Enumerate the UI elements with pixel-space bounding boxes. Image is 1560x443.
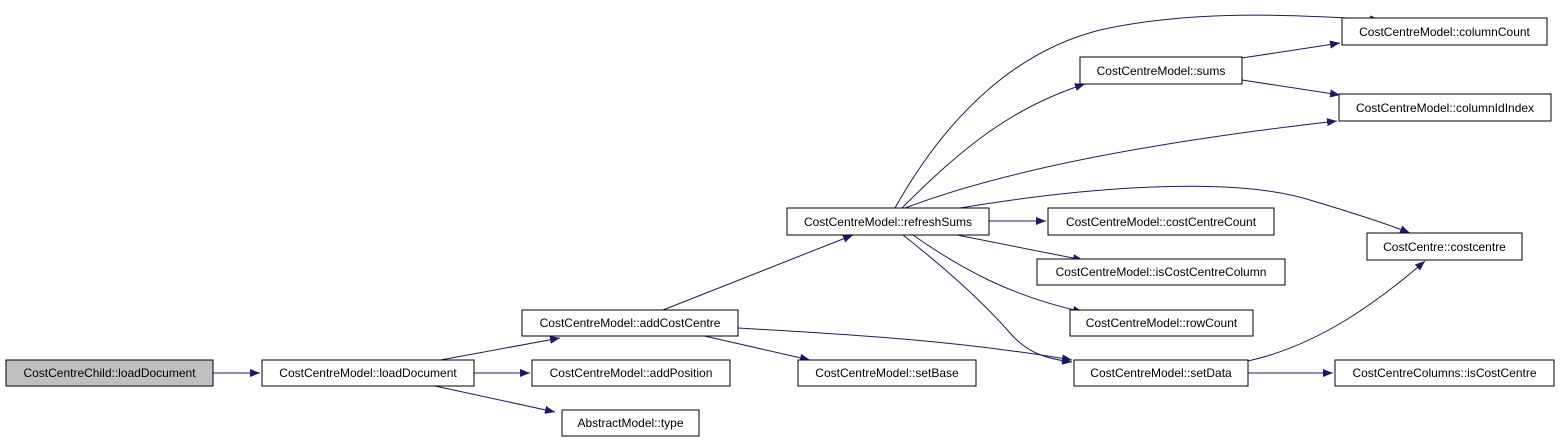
node-costcentremodel-iscostcentrecolumn[interactable]: CostCentreModel::isCostCentreColumn <box>1036 258 1286 286</box>
edge-loadDocument-to-addCostCentre <box>434 335 561 362</box>
node-label: CostCentreModel::loadDocument <box>279 366 457 380</box>
edge-refreshSums-to-isCostCentreColumn <box>956 234 1084 262</box>
node-label: CostCentre::costcentre <box>1383 240 1506 254</box>
edge-loadDocument-to-type <box>434 385 556 414</box>
node-costcentremodel-sums[interactable]: CostCentreModel::sums <box>1079 56 1243 85</box>
node-costcentremodel-refreshsums[interactable]: CostCentreModel::refreshSums <box>786 207 990 236</box>
node-label: CostCentreModel::addCostCentre <box>540 316 721 330</box>
node-label: CostCentreModel::columnIdIndex <box>1356 101 1534 115</box>
node-label: CostCentreColumns::isCostCentre <box>1352 366 1536 380</box>
node-costcentremodel-columnidindex[interactable]: CostCentreModel::columnIdIndex <box>1338 93 1552 122</box>
node-costcentremodel-setdata[interactable]: CostCentreModel::setData <box>1073 359 1249 387</box>
node-costcentrecolumns-iscostcentre[interactable]: CostCentreColumns::isCostCentre <box>1334 359 1555 387</box>
node-costcentre-costcentre[interactable]: CostCentre::costcentre <box>1366 232 1523 261</box>
node-costcentrechild-loaddocument[interactable]: CostCentreChild::loadDocument <box>5 359 214 387</box>
node-label: CostCentreModel::setBase <box>815 366 959 380</box>
node-costcentremodel-setbase[interactable]: CostCentreModel::setBase <box>797 359 977 387</box>
edge-setData-to-costcentre <box>1247 260 1426 362</box>
edge-sums-to-columnCount <box>1241 40 1341 59</box>
node-costcentremodel-addcostcentre[interactable]: CostCentreModel::addCostCentre <box>521 309 739 337</box>
node-label: CostCentreModel::costCentreCount <box>1066 215 1257 229</box>
node-costcentremodel-columncount[interactable]: CostCentreModel::columnCount <box>1341 17 1548 46</box>
edge-addCostCentre-to-refreshSums <box>662 234 854 311</box>
node-costcentremodel-addposition[interactable]: CostCentreModel::addPosition <box>531 359 731 387</box>
node-label: AbstractModel::type <box>577 416 683 430</box>
edge-refreshSums-to-sums <box>901 83 1086 209</box>
node-label: CostCentreModel::setData <box>1090 366 1232 380</box>
node-abstractmodel-type[interactable]: AbstractModel::type <box>561 409 700 437</box>
node-costcentremodel-loaddocument[interactable]: CostCentreModel::loadDocument <box>261 359 475 387</box>
node-label: CostCentreModel::sums <box>1097 64 1226 78</box>
edge-sums-to-columnIdIndex <box>1241 79 1341 98</box>
node-label: CostCentreModel::refreshSums <box>804 215 972 229</box>
node-label: CostCentreModel::isCostCentreColumn <box>1056 265 1267 279</box>
edge-refreshSums-to-rowCount <box>912 234 1084 314</box>
edge-refreshSums-to-setData <box>902 234 1073 365</box>
edge-addCostCentre-to-setData <box>737 327 1073 363</box>
edge-refreshSums-to-columnIdIndex <box>904 118 1338 209</box>
node-label: CostCentreModel::columnCount <box>1359 25 1530 39</box>
node-label: CostCentreModel::rowCount <box>1086 316 1238 330</box>
node-costcentremodel-rowcount[interactable]: CostCentreModel::rowCount <box>1069 309 1254 337</box>
node-label: CostCentreChild::loadDocument <box>23 366 196 380</box>
edge-addCostCentre-to-setBase <box>699 334 811 362</box>
edge-refreshSums-to-costcentre <box>959 185 1411 234</box>
node-label: CostCentreModel::addPosition <box>550 366 713 380</box>
edge-refreshSums-to-columnCount <box>894 14 1381 209</box>
node-costcentremodel-costcentrecount[interactable]: CostCentreModel::costCentreCount <box>1047 207 1275 236</box>
edges <box>213 14 1426 414</box>
